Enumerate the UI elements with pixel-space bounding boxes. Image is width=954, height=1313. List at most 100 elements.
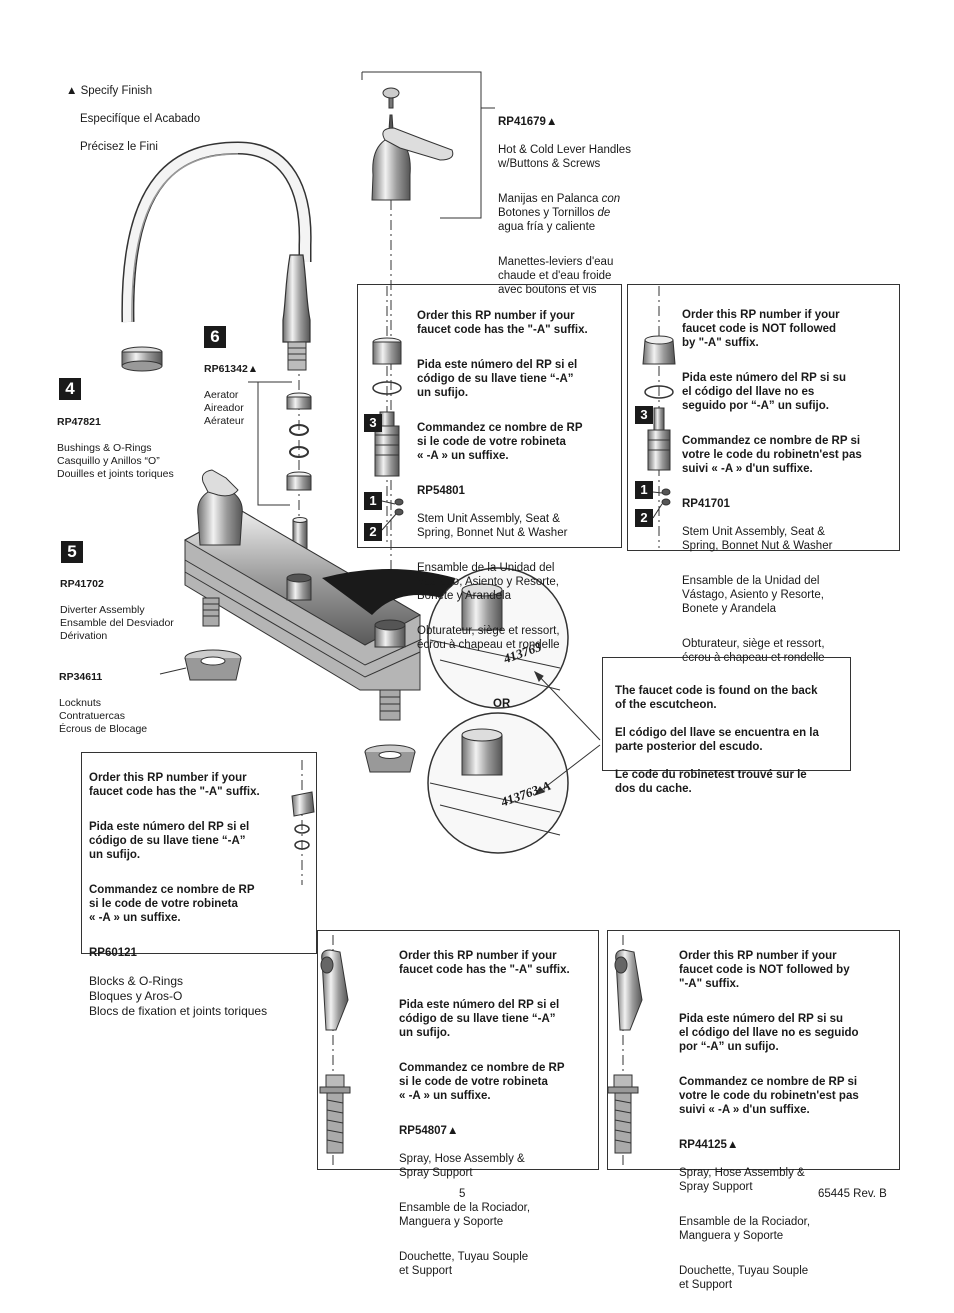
spray-no-a-order-en: Order this RP number if your faucet code… xyxy=(679,950,850,990)
handles-text-en: Hot & Cold Lever Handles w/Buttons & Scr… xyxy=(498,144,631,170)
stem-no-a-badge-2: 2 xyxy=(635,509,653,527)
code-note-es: El código del llave se encuentra en la p… xyxy=(615,727,819,753)
stem-no-a-en: Stem Unit Assembly, Seat & Spring, Bonne… xyxy=(682,526,833,552)
stem-no-a-order-en: Order this RP number if your faucet code… xyxy=(682,309,840,349)
stem-a-part-number: RP54801 xyxy=(417,485,465,497)
locknut xyxy=(159,649,416,773)
stem-no-a-order-es: Pida este número del RP si su el código … xyxy=(682,372,847,412)
spray-a-en: Spray, Hose Assembly & Spray Support xyxy=(399,1153,525,1179)
stem-no-a-text: Order this RP number if your faucet code… xyxy=(682,294,897,686)
spray-no-a-box xyxy=(607,930,900,1170)
bushings-label: RP47821 Bushings & O-Rings Casquillo y A… xyxy=(57,403,174,494)
or-label: OR xyxy=(493,698,511,710)
bushings-text: Bushings & O-Rings Casquillo y Anillos “… xyxy=(57,442,174,480)
stem-a-box xyxy=(357,284,622,548)
locknuts-part-number: RP34611 xyxy=(59,671,103,683)
stem-a-fr: Obturateur, siège et ressort, écrou à ch… xyxy=(417,625,560,651)
diverter-number-badge: 5 xyxy=(61,541,83,563)
stem-a-text: Order this RP number if your faucet code… xyxy=(417,295,617,673)
handles-es-5: agua fría y caliente xyxy=(498,221,596,233)
handles-es-2: con xyxy=(601,193,621,205)
spout xyxy=(121,141,312,371)
stem-no-a-order-fr: Commandez ce nombre de RP si votre le co… xyxy=(682,435,862,475)
spray-no-a-order-es: Pida este número del RP si su el código … xyxy=(679,1013,859,1053)
stem-no-a-es: Ensamble de la Unidad del Vástago, Asien… xyxy=(682,575,824,615)
stem-a-badge-3: 3 xyxy=(364,414,382,432)
handles-es-4: de xyxy=(597,207,611,219)
code-note-fr: Le code du robinetest trouvé sur le dos … xyxy=(615,769,807,795)
blocks-order-es: Pida este número del RP si el código de … xyxy=(89,821,250,861)
handles-text-fr: Manettes-leviers d'eau chaude et d'eau f… xyxy=(498,256,614,296)
bushings-part-number: RP47821 xyxy=(57,416,101,428)
spray-a-order-en: Order this RP number if your faucet code… xyxy=(399,950,570,976)
handles-text-es: Manijas en Palanca con Botones y Tornill… xyxy=(498,192,668,234)
spray-a-fr: Douchette, Tuyau Souple et Support xyxy=(399,1251,529,1277)
stem-no-a-part-number: RP41701 xyxy=(682,498,730,510)
spray-a-box xyxy=(317,930,599,1170)
spray-no-a-en: Spray, Hose Assembly & Spray Support xyxy=(679,1167,805,1193)
spray-no-a-part xyxy=(607,949,643,1154)
spray-no-a-es: Ensamble de la Rociador, Manguera y Sopo… xyxy=(679,1216,811,1242)
stem-no-a-badge-3: 3 xyxy=(635,406,653,424)
code-circle-top xyxy=(427,567,569,709)
spray-no-a-fr: Douchette, Tuyau Souple et Support xyxy=(679,1265,809,1291)
code-note-en: The faucet code is found on the back of … xyxy=(615,685,818,711)
top-lever-handle xyxy=(371,87,454,201)
blocks-box xyxy=(81,752,317,954)
handles-label: RP41679▲ Hot & Cold Lever Handles w/Butt… xyxy=(498,101,668,318)
blocks-text: Order this RP number if your faucet code… xyxy=(89,757,289,1033)
exploded-parts-diagram xyxy=(121,71,676,1165)
locknuts-text: Locknuts Contratuercas Écrous de Blocage xyxy=(59,697,148,735)
stem-no-a-badge-1: 1 xyxy=(635,481,653,499)
aerator-text: Aerator Aireador Aérateur xyxy=(204,389,245,427)
aerator-label: RP61342▲ Aerator Aireador Aérateur xyxy=(204,350,258,441)
spray-no-a-text: Order this RP number if your faucet code… xyxy=(679,935,894,1313)
handles-es-1: Manijas en Palanca xyxy=(498,193,602,205)
finish-note: ▲ Specify Finish Especifíque el Acabado … xyxy=(66,70,200,168)
spray-a-es: Ensamble de la Rociador, Manguera y Sopo… xyxy=(399,1202,531,1228)
bushings-stack xyxy=(248,381,312,506)
blocks-description: Blocks & O-Rings Bloques y Aros-O Blocs … xyxy=(89,974,268,1018)
finish-note-line: Especifíque el Acabado xyxy=(80,113,201,125)
blocks-order-fr: Commandez ce nombre de RP si le code de … xyxy=(89,884,255,924)
page-number: 5 xyxy=(459,1188,466,1200)
stem-a-order-en: Order this RP number if your faucet code… xyxy=(417,310,588,336)
stem-no-a-box xyxy=(627,284,900,551)
stem-a-order-fr: Commandez ce nombre de RP si le code de … xyxy=(417,422,583,462)
stem-a-parts xyxy=(372,337,404,531)
stem-a-es: Ensamble de la Unidad del Vástago, Asien… xyxy=(417,562,559,602)
stem-a-order-es: Pida este número del RP si el código de … xyxy=(417,359,578,399)
document-revision: 65445 Rev. B xyxy=(818,1188,887,1200)
diverter-text: Diverter Assembly Ensamble del Desviador… xyxy=(60,604,174,642)
handles-part-number: RP41679▲ xyxy=(498,116,558,128)
stem-a-badge-2: 2 xyxy=(364,523,382,541)
blocks-part-number: RP60121 xyxy=(89,947,137,959)
code-circle-bottom xyxy=(427,712,569,854)
spray-a-part-number: RP54807▲ xyxy=(399,1125,459,1137)
finish-note-line: ▲ Specify Finish xyxy=(66,85,153,97)
left-lever-handle xyxy=(197,469,243,546)
spray-a-part xyxy=(319,949,351,1154)
diverter-label: RP41702 Diverter Assembly Ensamble del D… xyxy=(60,565,174,656)
finish-note-line: Précisez le Fini xyxy=(80,141,158,153)
handles-es-3: Botones y Tornillos xyxy=(498,207,595,219)
code-note-box xyxy=(602,657,851,771)
aerator-part-number: RP61342▲ xyxy=(204,363,259,375)
spray-a-text: Order this RP number if your faucet code… xyxy=(399,935,594,1299)
aerator-number-badge: 6 xyxy=(204,326,226,348)
magnifier-cone xyxy=(322,569,455,615)
spray-no-a-part-number: RP44125▲ xyxy=(679,1139,739,1151)
stem-no-a-fr: Obturateur, siège et ressort, écrou à ch… xyxy=(682,638,825,664)
bushings-number-badge: 4 xyxy=(59,378,81,400)
code-note-text: The faucet code is found on the back of … xyxy=(615,670,847,810)
faucet-base xyxy=(183,509,422,721)
spray-no-a-order-fr: Commandez ce nombre de RP si votre le co… xyxy=(679,1076,859,1116)
spray-a-order-es: Pida este número del RP si el código de … xyxy=(399,999,560,1039)
stem-a-badge-1: 1 xyxy=(364,492,382,510)
diverter-part-number: RP41702 xyxy=(60,578,104,590)
spray-a-order-fr: Commandez ce nombre de RP si le code de … xyxy=(399,1062,565,1102)
stem-a-en: Stem Unit Assembly, Seat & Spring, Bonne… xyxy=(417,513,568,539)
blocks-order-en: Order this RP number if your faucet code… xyxy=(89,772,260,798)
stem-no-a-parts xyxy=(642,335,676,519)
blocks-parts xyxy=(291,791,315,850)
